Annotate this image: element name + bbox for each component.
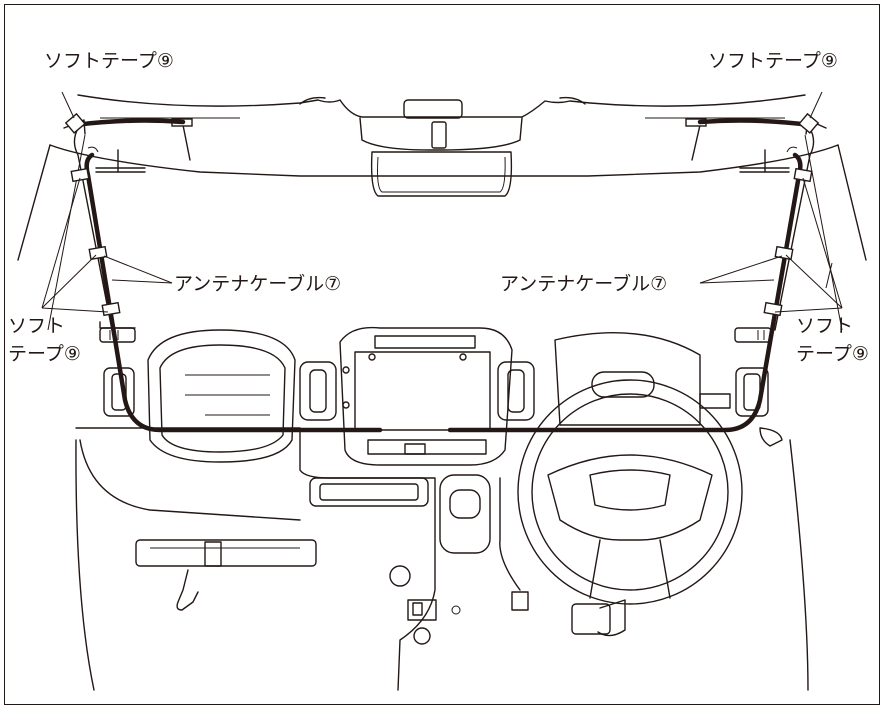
label-soft-tape-side-left-1: ソフト (8, 315, 66, 337)
label-soft-tape-top-right: ソフトテープ⑨ (708, 50, 838, 72)
a-pillars (73, 124, 815, 331)
windshield-frame (47, 94, 843, 331)
label-soft-tape-side-right-2: テープ⑨ (796, 343, 869, 365)
label-antenna-cable-left: アンテナケーブル⑦ (174, 273, 342, 295)
rear-view-mirror (299, 96, 586, 197)
dashboard-body (17, 144, 867, 691)
label-soft-tape-side-right-1: ソフト (796, 315, 854, 337)
leader-lines (41, 91, 843, 313)
visor-lines (95, 117, 790, 173)
label-antenna-cable-right: アンテナケーブル⑦ (500, 273, 668, 295)
label-soft-tape-top-left: ソフトテープ⑨ (44, 50, 174, 72)
label-soft-tape-side-left-2: テープ⑨ (8, 343, 81, 365)
